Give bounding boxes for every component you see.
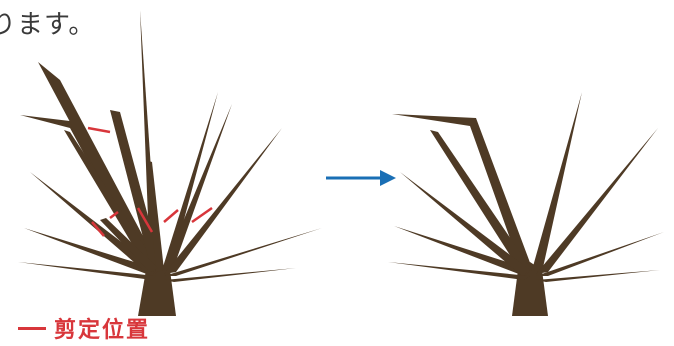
legend-label: 剪定位置 — [54, 312, 150, 344]
legend: 剪定位置 — [18, 312, 150, 344]
branch-right-upper — [164, 128, 282, 274]
branch-right-mid — [162, 104, 232, 272]
branch-long-left — [38, 62, 160, 272]
arrow-right-icon — [326, 170, 396, 186]
plant-before — [18, 10, 322, 316]
legend-line — [18, 327, 46, 330]
branch-after-right-tall — [532, 92, 582, 272]
plant-after — [388, 92, 664, 316]
cut-mark-1 — [88, 128, 110, 132]
cut-mark-4 — [164, 210, 178, 222]
